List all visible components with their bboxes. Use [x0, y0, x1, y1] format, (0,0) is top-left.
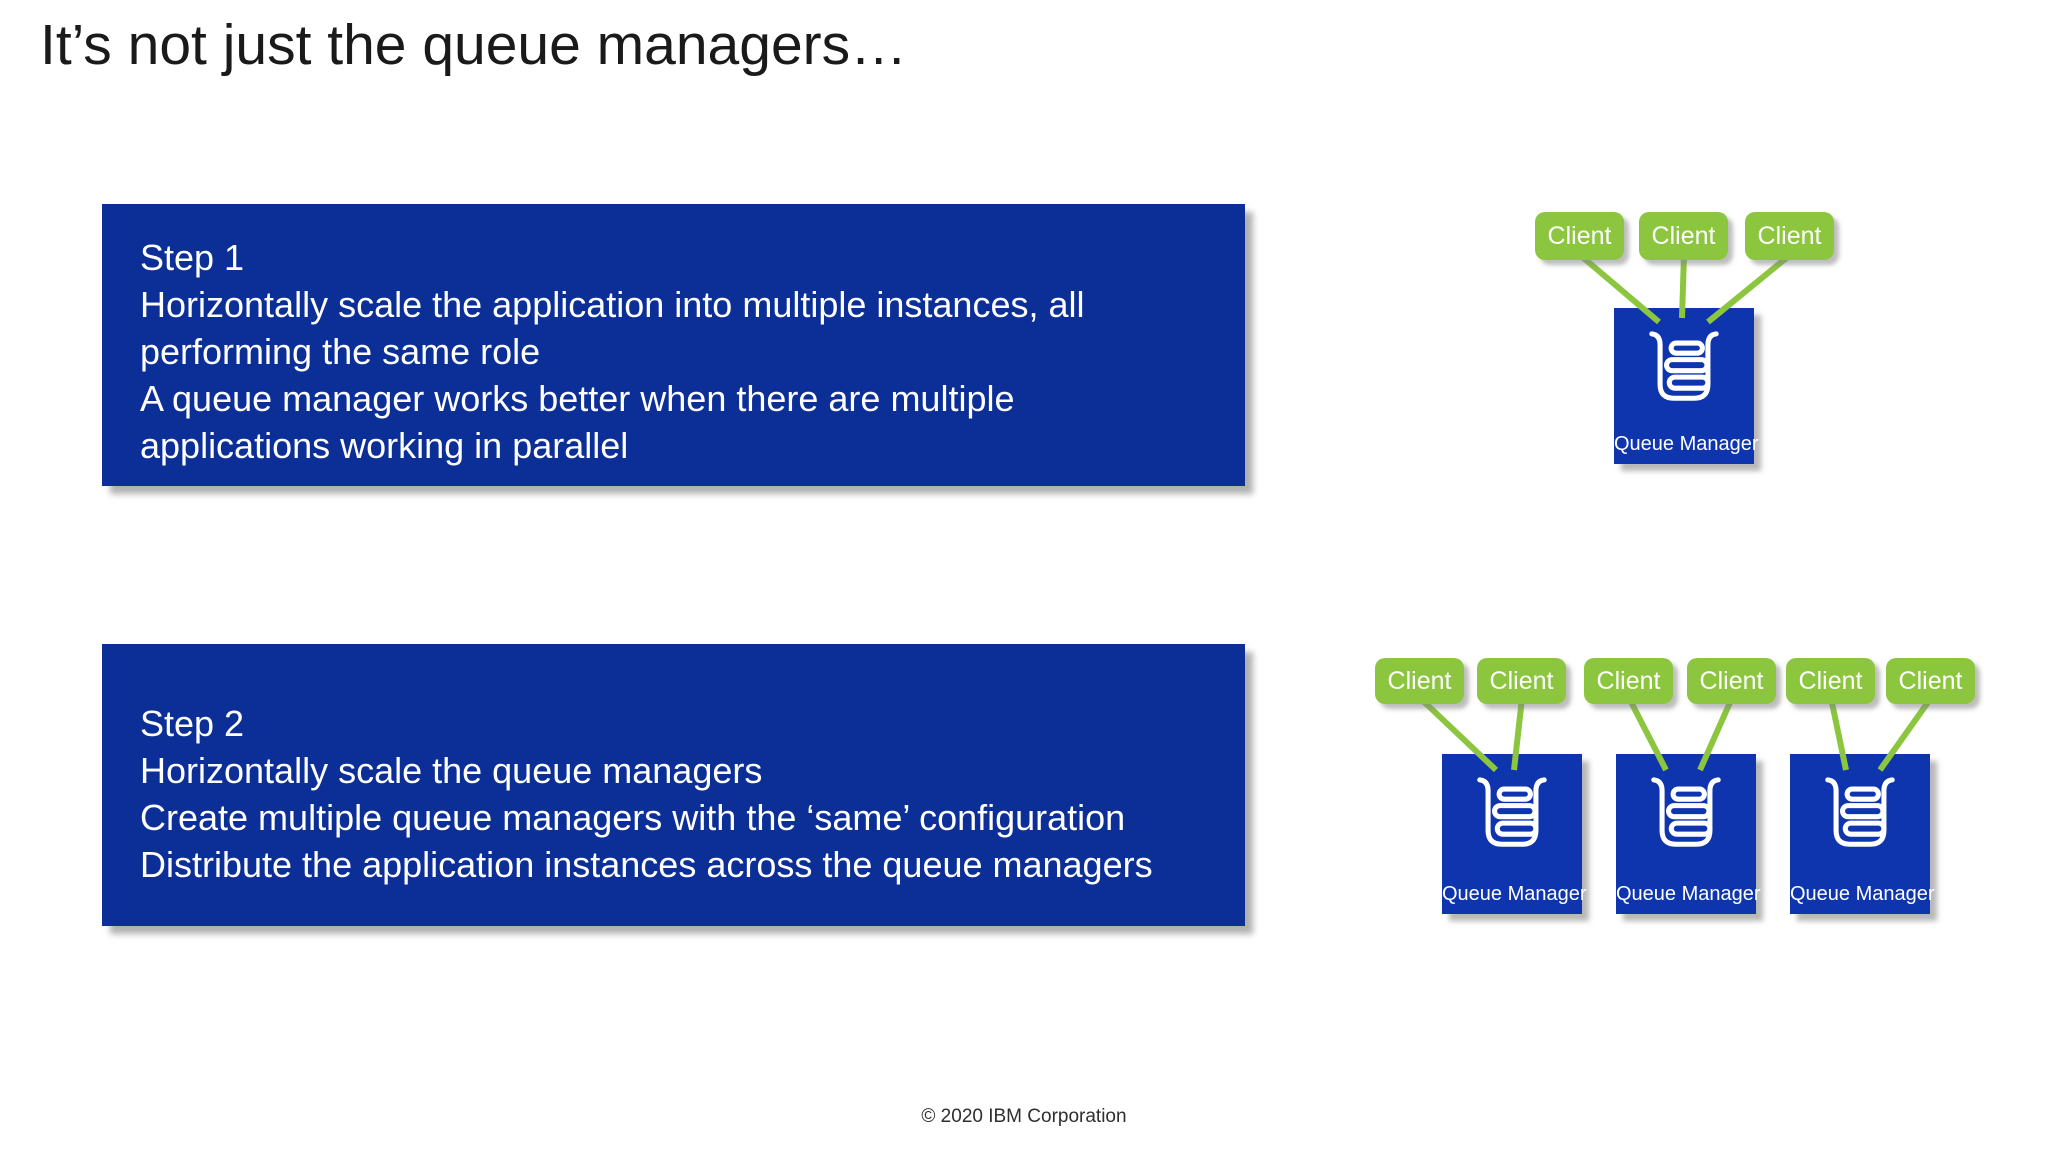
step-1-heading: Step 1: [140, 237, 245, 278]
client-label: Client: [1757, 221, 1822, 250]
client-box: Client: [1687, 658, 1776, 704]
client-box: Client: [1745, 212, 1834, 260]
step-1-line: applications working in parallel: [140, 425, 629, 466]
queue-stack-icon: [1649, 331, 1719, 401]
client-box: Client: [1477, 658, 1566, 704]
step-1-line: Horizontally scale the application into …: [140, 284, 1085, 325]
queue-manager-label: Queue Manager: [1614, 433, 1759, 455]
step-2-line: Horizontally scale the queue managers: [140, 750, 763, 791]
queue-manager-label: Queue Manager: [1616, 883, 1761, 905]
queue-manager-box: Queue Manager: [1442, 754, 1587, 914]
client-box: Client: [1639, 212, 1728, 260]
client-box: Client: [1375, 658, 1464, 704]
client-box: Client: [1584, 658, 1673, 704]
step-2-heading: Step 2: [140, 703, 245, 744]
client-box: Client: [1786, 658, 1875, 704]
slide-title: It’s not just the queue managers…: [40, 13, 908, 77]
client-label: Client: [1898, 666, 1963, 695]
client-label: Client: [1699, 666, 1764, 695]
queue-stack-icon: [1651, 777, 1721, 847]
step-2-line: Create multiple queue managers with the …: [140, 797, 1126, 838]
queue-manager-label: Queue Manager: [1790, 883, 1935, 905]
step-1-card: Step 1 Horizontally scale the applicatio…: [102, 204, 1245, 486]
client-box: Client: [1886, 658, 1975, 704]
queue-manager-box: Queue Manager: [1616, 754, 1761, 914]
queue-manager-box: Queue Manager: [1790, 754, 1935, 914]
step-2-card: Step 2 Horizontally scale the queue mana…: [102, 644, 1245, 926]
queue-stack-icon: [1477, 777, 1547, 847]
step-2-line: Distribute the application instances acr…: [140, 844, 1153, 885]
queue-manager-box: Queue Manager: [1614, 308, 1759, 464]
client-box: Client: [1535, 212, 1624, 260]
step-1-line: performing the same role: [140, 331, 541, 372]
step-1-line: A queue manager works better when there …: [140, 378, 1015, 419]
client-label: Client: [1596, 666, 1661, 695]
client-label: Client: [1547, 221, 1612, 250]
client-label: Client: [1489, 666, 1554, 695]
queue-stack-icon: [1825, 777, 1895, 847]
client-label: Client: [1387, 666, 1452, 695]
client-label: Client: [1651, 221, 1716, 250]
footer-copyright: © 2020 IBM Corporation: [921, 1106, 1127, 1127]
client-label: Client: [1798, 666, 1863, 695]
queue-manager-label: Queue Manager: [1442, 883, 1587, 905]
